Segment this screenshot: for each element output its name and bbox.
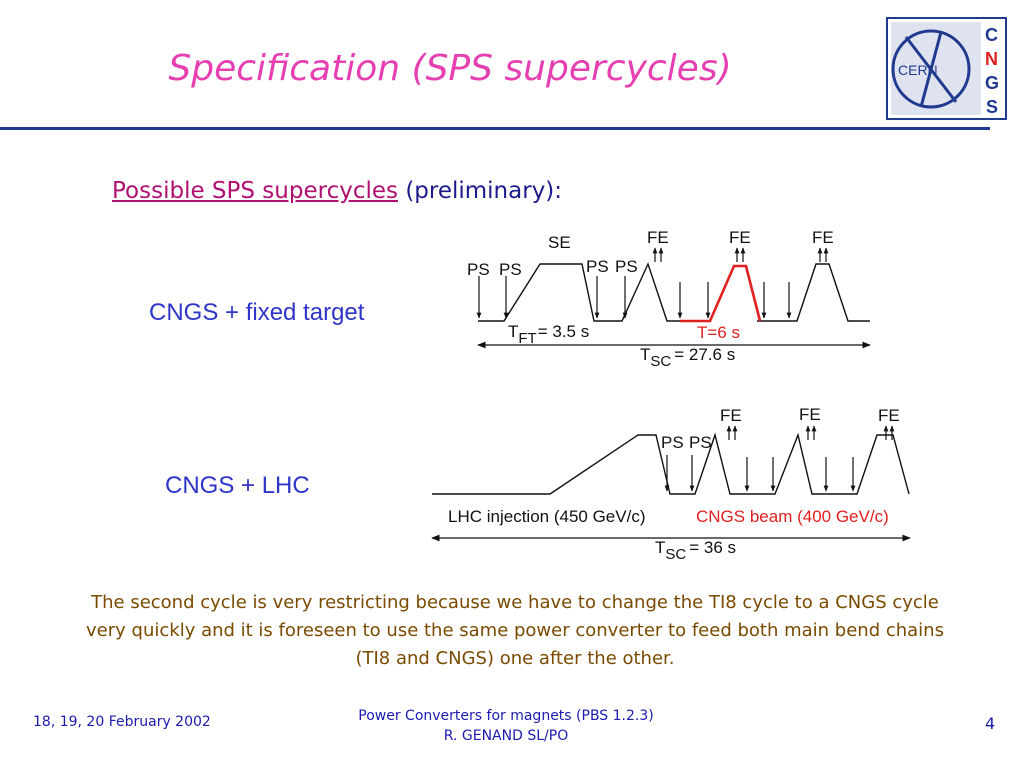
footer-center: Power Converters for magnets (PBS 1.2.3)… xyxy=(300,706,712,746)
explanatory-note: The second cycle is very restricting bec… xyxy=(86,592,944,669)
section-heading: Possible SPS supercycles (preliminary): xyxy=(112,178,562,204)
d2-ps-label-2: PS xyxy=(689,433,712,452)
cern-cngs-logo: CERN C N G S xyxy=(886,17,1007,120)
diagram2-label: CNGS + LHC xyxy=(165,472,310,499)
section-heading-rest: (preliminary): xyxy=(405,178,563,204)
d2-fe-label-3: FE xyxy=(878,406,900,425)
d2-ps-label-1: PS xyxy=(661,433,684,452)
diagram1-extraction-arrows xyxy=(652,247,829,262)
d1-fe-label-2: FE xyxy=(729,228,751,247)
d1-tft-label: TFT= 3.5 s xyxy=(508,322,589,347)
d2-fe-label-1: FE xyxy=(720,406,742,425)
svg-text:S: S xyxy=(986,97,998,117)
d2-cngs-beam-label: CNGS beam (400 GeV/c) xyxy=(696,507,889,526)
d1-tsc-label: TSC= 27.6 s xyxy=(640,345,735,370)
d1-ps-label-1: PS xyxy=(467,260,490,279)
svg-text:CERN: CERN xyxy=(898,62,938,78)
d1-ps-label-3: PS xyxy=(586,257,609,276)
footer-line-1: Power Converters for magnets (PBS 1.2.3) xyxy=(358,708,654,724)
d1-ps-label-4: PS xyxy=(615,257,638,276)
title-divider xyxy=(0,127,990,130)
diagram1-label: CNGS + fixed target xyxy=(149,299,365,326)
diagram1-injection-arrows xyxy=(476,276,792,319)
d1-cngs-period-label: T=6 s xyxy=(697,323,740,342)
diagram1-waveform xyxy=(478,262,870,322)
diagram2-extraction-arrows xyxy=(726,425,895,440)
d1-ps-label-2: PS xyxy=(499,260,522,279)
page-number: 4 xyxy=(985,714,996,733)
footer-date: 18, 19, 20 February 2002 xyxy=(33,714,211,730)
cngs-cycle-red xyxy=(680,264,762,323)
diagram2-injection-arrows xyxy=(664,455,856,492)
svg-text:N: N xyxy=(985,49,998,69)
diagram2-waveform xyxy=(432,432,910,495)
d1-fe-label-1: FE xyxy=(647,228,669,247)
svg-text:C: C xyxy=(985,25,998,45)
slide-title: Specification (SPS supercycles) xyxy=(168,48,732,89)
d2-fe-label-2: FE xyxy=(799,405,821,424)
section-heading-underlined: Possible SPS supercycles xyxy=(112,178,398,204)
footer-line-2: R. GENAND SL/PO xyxy=(443,728,569,744)
d2-lhc-injection-label: LHC injection (450 GeV/c) xyxy=(448,507,645,526)
d1-se-label: SE xyxy=(548,233,571,252)
svg-text:G: G xyxy=(985,73,999,93)
d1-fe-label-3: FE xyxy=(812,228,834,247)
d2-tsc-label: TSC= 36 s xyxy=(655,538,736,563)
